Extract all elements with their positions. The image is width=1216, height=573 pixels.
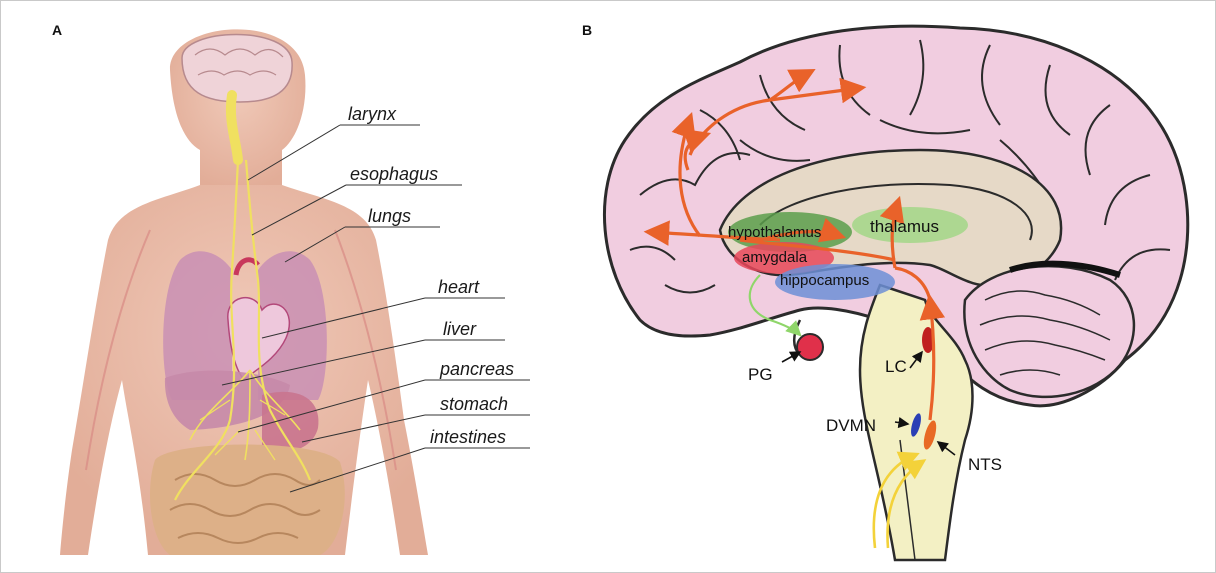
label-thalamus: thalamus (870, 217, 939, 236)
label-hippocampus: hippocampus (780, 272, 869, 289)
brain-section (604, 26, 1187, 560)
label-esophagus: esophagus (350, 164, 438, 184)
label-pg: PG (748, 365, 773, 384)
body-brain (182, 35, 292, 103)
label-lungs: lungs (368, 206, 411, 226)
label-amygdala: amygdala (742, 249, 808, 266)
label-liver: liver (443, 319, 477, 339)
label-nts: NTS (968, 455, 1002, 474)
label-hypothalamus: hypothalamus (728, 224, 821, 241)
cerebellum (964, 266, 1134, 397)
label-lc: LC (885, 357, 907, 376)
label-intestines: intestines (430, 427, 506, 447)
label-dvmn: DVMN (826, 416, 876, 435)
label-stomach: stomach (440, 394, 508, 414)
nucleus-pg (797, 334, 823, 360)
label-larynx: larynx (348, 104, 397, 124)
label-heart: heart (438, 277, 480, 297)
label-pancreas: pancreas (439, 359, 514, 379)
